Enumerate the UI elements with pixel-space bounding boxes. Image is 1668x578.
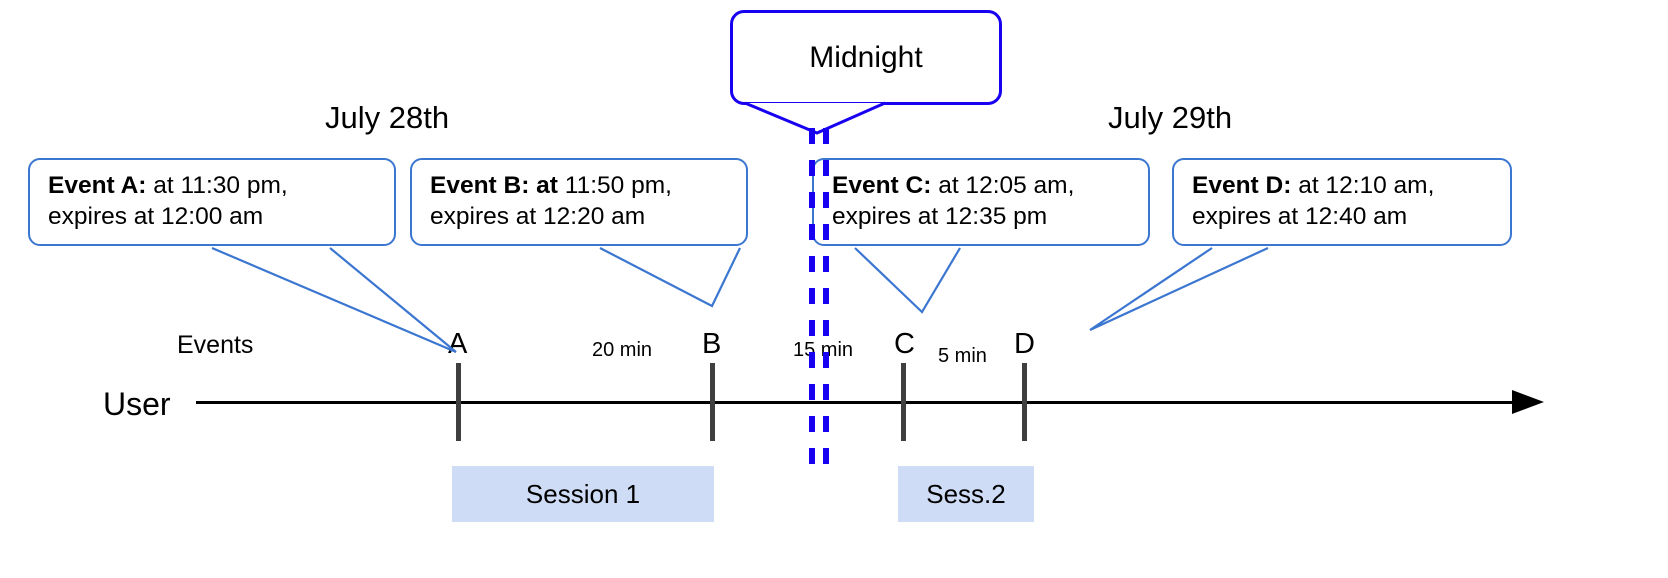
callout-event-c-line1: Event C: at 12:05 am, [832, 170, 1134, 201]
midnight-bubble-tail [744, 101, 886, 135]
marker-label-c: C [894, 328, 915, 360]
midnight-label: Midnight [809, 40, 923, 74]
callout-event-b: Event B: at 11:50 pm, expires at 12:20 a… [410, 158, 748, 246]
callout-event-a-lead: Event A: [48, 172, 147, 199]
callout-event-b-line2: expires at 12:20 am [430, 203, 646, 231]
callout-event-d-line2: expires at 12:40 am [1192, 203, 1408, 231]
leader-line-event-c [854, 247, 961, 314]
row-label-events: Events [177, 331, 254, 359]
callout-event-a: Event A: at 11:30 pm, expires at 12:00 a… [28, 158, 396, 246]
row-label-user: User [103, 386, 171, 422]
leader-line-event-b [599, 247, 741, 308]
marker-label-d: D [1014, 328, 1035, 360]
date-label-july-29: July 29th [1108, 100, 1233, 135]
callout-event-a-line2: expires at 12:00 am [48, 203, 264, 231]
session-box-1: Session 1 [452, 466, 714, 522]
callout-event-b-rest: 11:50 pm, [557, 172, 672, 199]
tick-event-d [1022, 363, 1027, 441]
session-box-2: Sess.2 [898, 466, 1034, 522]
marker-label-b: B [702, 328, 722, 360]
callout-event-b-line1: Event B: at 11:50 pm, [430, 170, 732, 201]
callout-event-c-lead: Event C: [832, 172, 932, 199]
timeline-axis [196, 401, 1516, 404]
interval-label-a-b: 20 min [592, 339, 653, 361]
marker-label-a: A [448, 328, 468, 360]
callout-event-a-rest: at 11:30 pm, [146, 172, 288, 199]
callout-event-a-line1: Event A: at 11:30 pm, [48, 170, 380, 201]
callout-event-c: Event C: at 12:05 am, expires at 12:35 p… [812, 158, 1150, 246]
session-box-1-label: Session 1 [525, 478, 641, 509]
midnight-callout: Midnight [730, 10, 1002, 105]
callout-event-b-lead: Event B: at [430, 172, 558, 199]
callout-event-d-rest: at 12:10 am, [1291, 172, 1435, 199]
callout-event-d: Event D: at 12:10 am, expires at 12:40 a… [1172, 158, 1512, 246]
tick-event-b [710, 363, 715, 441]
date-label-july-28: July 28th [325, 100, 450, 135]
callout-event-d-line1: Event D: at 12:10 am, [1192, 170, 1496, 201]
callout-event-c-line2: expires at 12:35 pm [832, 203, 1048, 231]
leader-line-event-d [1089, 247, 1269, 331]
tick-event-c [901, 363, 906, 441]
callout-event-d-lead: Event D: [1192, 172, 1292, 199]
interval-label-c-d: 5 min [938, 345, 987, 367]
session-box-2-label: Sess.2 [926, 478, 1006, 509]
axis-arrow-head [1512, 390, 1544, 414]
tick-event-a [456, 363, 461, 441]
interval-label-b-c: 15 min [793, 339, 854, 361]
callout-event-c-rest: at 12:05 am, [931, 172, 1075, 199]
